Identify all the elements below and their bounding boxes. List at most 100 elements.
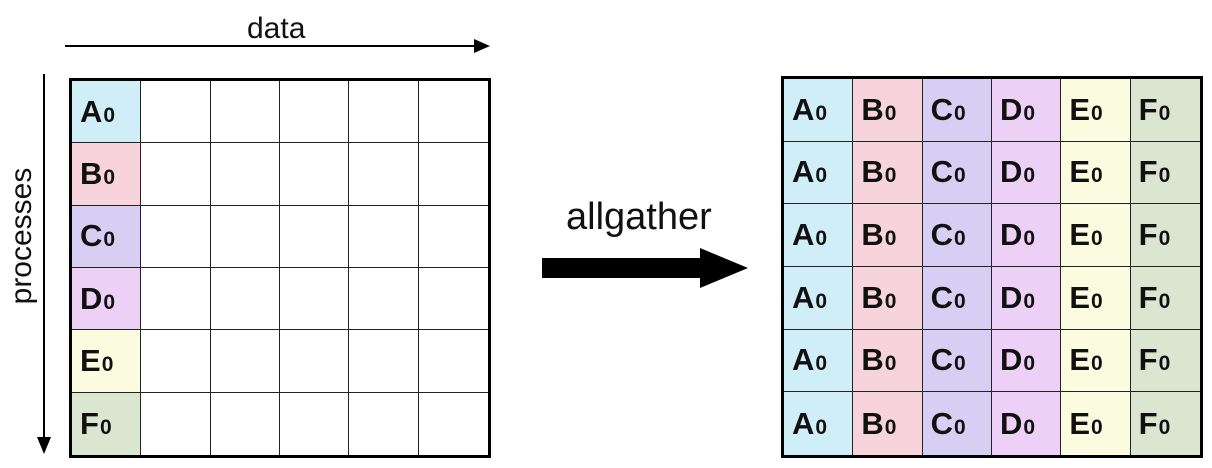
empty-cell bbox=[210, 81, 280, 144]
data-axis-arrow bbox=[65, 39, 490, 53]
block-index: 0 bbox=[815, 101, 828, 125]
block-index: 0 bbox=[1158, 164, 1171, 188]
block-index: 0 bbox=[815, 415, 828, 439]
block-letter: A bbox=[80, 93, 103, 129]
block-index: 0 bbox=[954, 352, 966, 376]
block-letter: B bbox=[861, 154, 884, 190]
empty-cell bbox=[210, 330, 280, 393]
empty-cell bbox=[280, 330, 350, 393]
block-letter: C bbox=[930, 217, 954, 253]
data-axis-label: data bbox=[247, 12, 306, 45]
block-letter: F bbox=[1138, 279, 1158, 315]
block-letter: B bbox=[80, 155, 103, 191]
block-letter: E bbox=[1069, 91, 1091, 127]
block-index: 0 bbox=[954, 164, 966, 188]
block-index: 0 bbox=[103, 290, 116, 314]
block-index: 0 bbox=[815, 227, 828, 251]
block-index: 0 bbox=[1023, 164, 1036, 188]
empty-cell bbox=[349, 392, 419, 455]
block-letter: D bbox=[1000, 154, 1023, 190]
empty-cell bbox=[210, 205, 280, 268]
block-letter: C bbox=[930, 154, 954, 190]
block-index: 0 bbox=[954, 289, 966, 313]
block-letter: C bbox=[930, 279, 954, 315]
block-letter: A bbox=[792, 342, 815, 378]
empty-cell bbox=[141, 143, 211, 206]
block-letter: C bbox=[930, 405, 954, 441]
block-letter: F bbox=[1138, 405, 1158, 441]
operation-label: allgather bbox=[566, 196, 712, 238]
empty-cell bbox=[419, 393, 488, 455]
block-letter: E bbox=[1069, 279, 1091, 315]
block-index: 0 bbox=[1091, 227, 1103, 251]
empty-cell bbox=[141, 267, 211, 331]
block-index: 0 bbox=[954, 415, 966, 439]
block-letter: A bbox=[792, 279, 815, 315]
block-letter: C bbox=[930, 91, 954, 127]
empty-cell bbox=[211, 392, 280, 455]
block-index: 0 bbox=[99, 415, 112, 439]
block-letter: E bbox=[1069, 217, 1091, 253]
block-letter: F bbox=[80, 405, 99, 441]
block-letter: E bbox=[1069, 342, 1091, 378]
block-index: 0 bbox=[1091, 415, 1103, 439]
empty-cell bbox=[349, 267, 419, 331]
block-index: 0 bbox=[1158, 415, 1171, 439]
empty-cell bbox=[210, 143, 280, 206]
operation-arrow bbox=[542, 248, 748, 288]
block-letter: D bbox=[1000, 217, 1023, 253]
block-letter: F bbox=[1138, 91, 1158, 127]
block-letter: B bbox=[861, 279, 884, 315]
block-letter: A bbox=[792, 405, 815, 441]
block-letter: B bbox=[861, 217, 884, 253]
block-index: 0 bbox=[954, 101, 966, 125]
empty-cell bbox=[280, 81, 350, 144]
block-letter: D bbox=[80, 280, 103, 316]
empty-cell bbox=[280, 205, 350, 268]
empty-cell bbox=[141, 81, 211, 144]
block-index: 0 bbox=[1023, 289, 1036, 313]
block-letter: A bbox=[792, 217, 815, 253]
empty-cell bbox=[210, 267, 280, 331]
block-letter: E bbox=[80, 342, 101, 378]
empty-cell bbox=[418, 81, 488, 144]
block-letter: B bbox=[861, 405, 884, 441]
block-index: 0 bbox=[884, 164, 897, 188]
block-index: 0 bbox=[884, 352, 897, 376]
empty-cell bbox=[141, 205, 211, 268]
block-letter: D bbox=[1000, 91, 1023, 127]
block-index: 0 bbox=[1023, 101, 1036, 125]
block-index: 0 bbox=[1158, 289, 1171, 313]
block-index: 0 bbox=[884, 415, 897, 439]
block-letter: F bbox=[1138, 154, 1158, 190]
block-letter: E bbox=[1069, 405, 1091, 441]
block-letter: A bbox=[792, 91, 815, 127]
empty-cell bbox=[280, 392, 350, 455]
empty-cell bbox=[418, 143, 488, 206]
block-index: 0 bbox=[884, 101, 897, 125]
